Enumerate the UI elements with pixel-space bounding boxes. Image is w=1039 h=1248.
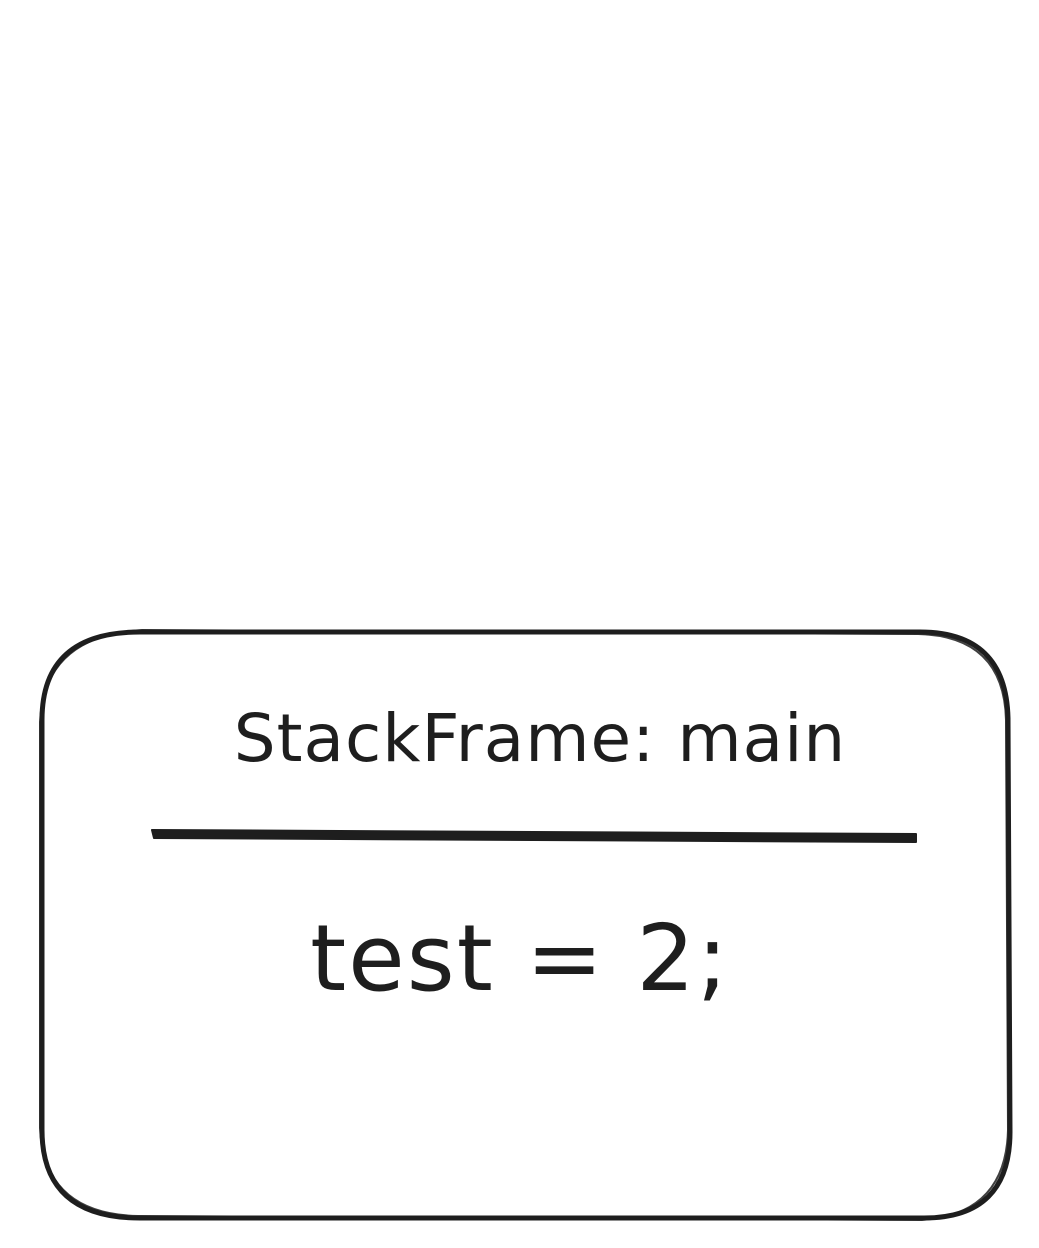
stack-frame-border-sketch xyxy=(39,629,1009,1221)
stack-frame-body: test = 2; xyxy=(310,905,730,1012)
stack-frame-title: StackFrame: main xyxy=(233,700,847,777)
stack-frame-divider xyxy=(151,829,917,843)
